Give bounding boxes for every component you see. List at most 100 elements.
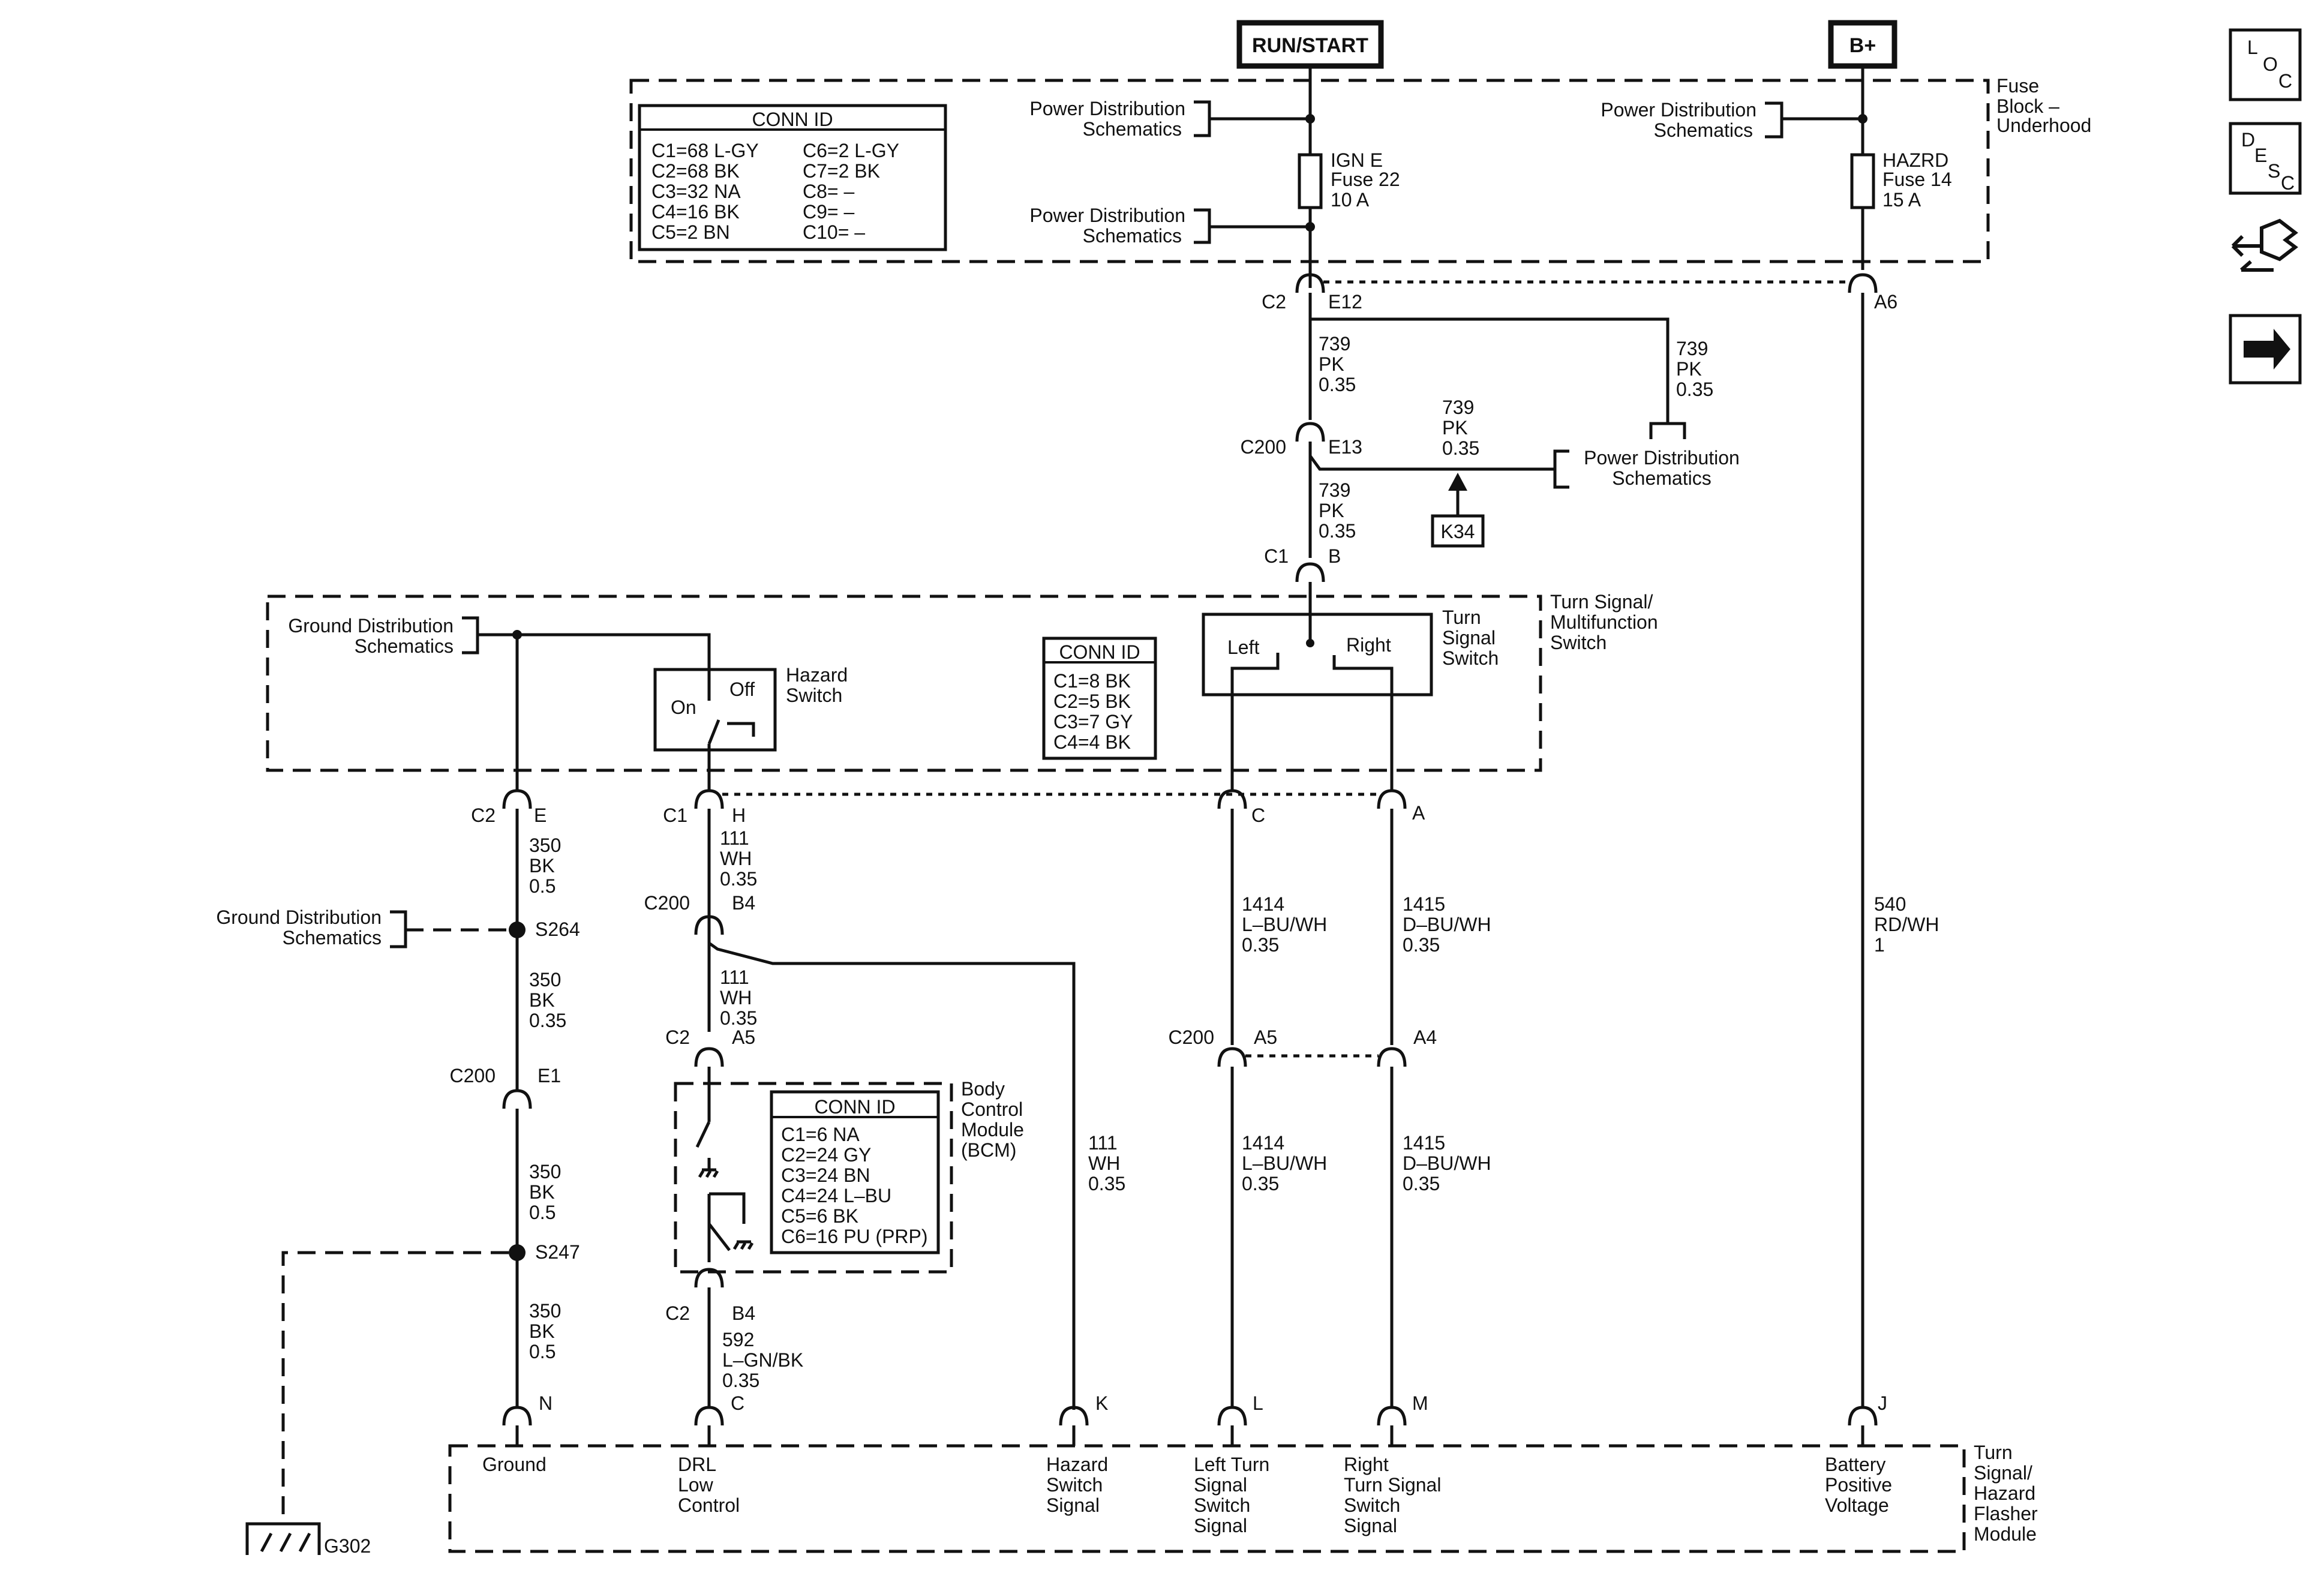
svg-text:0.35: 0.35 xyxy=(722,1370,759,1391)
svg-text:Fuse 22: Fuse 22 xyxy=(1331,169,1400,190)
pd-ref-top-left[interactable]: Power Distribution Schematics xyxy=(1029,98,1310,140)
fuse-ign-e: IGN E Fuse 22 10 A xyxy=(1298,149,1400,288)
svg-text:K34: K34 xyxy=(1441,521,1475,542)
svg-text:WH: WH xyxy=(720,987,752,1008)
svg-text:Power Distribution: Power Distribution xyxy=(1584,447,1740,469)
svg-text:0.35: 0.35 xyxy=(1676,379,1713,400)
ground-g302-icon: G302 xyxy=(245,1522,371,1557)
svg-text:592: 592 xyxy=(722,1329,754,1350)
pd-ref-k34[interactable]: Power Distribution Schematics xyxy=(1553,447,1740,489)
svg-text:B+: B+ xyxy=(1849,34,1876,57)
svg-text:350: 350 xyxy=(529,1300,561,1322)
wire-hazard-feed xyxy=(517,633,711,670)
svg-text:H: H xyxy=(732,804,746,826)
svg-text:C1=6 NA: C1=6 NA xyxy=(781,1124,860,1145)
hazard-switch: On Off Hazard Switch xyxy=(653,664,848,791)
svg-text:Body: Body xyxy=(961,1078,1005,1100)
svg-text:L: L xyxy=(1253,1392,1263,1414)
svg-text:Left: Left xyxy=(1227,637,1259,658)
ground-distribution-ref-switch[interactable]: Ground Distribution Schematics xyxy=(288,615,517,657)
svg-text:Off: Off xyxy=(729,679,755,700)
svg-text:C1=8 BK: C1=8 BK xyxy=(1053,670,1131,692)
svg-text:Schematics: Schematics xyxy=(1083,225,1182,247)
bcm-outline xyxy=(674,1082,953,1274)
fuse-block-title: Fuse Block – Underhood xyxy=(1996,75,2091,136)
svg-text:(BCM): (BCM) xyxy=(961,1139,1016,1161)
wire-739-a-label: 739 PK 0.35 xyxy=(1319,333,1356,395)
desc-icon[interactable]: D E S C xyxy=(2229,122,2302,195)
svg-text:C8= –: C8= – xyxy=(803,181,854,202)
wire-111-b-label: 111 WH 0.35 xyxy=(720,966,757,1029)
wire-739-b xyxy=(1310,317,1670,424)
svg-text:Control: Control xyxy=(678,1494,740,1516)
svg-text:0.35: 0.35 xyxy=(720,868,757,890)
connector-c1-b xyxy=(1297,564,1323,582)
pin-m xyxy=(1379,1407,1405,1425)
wire-540-label: 540 RD/WH 1 xyxy=(1874,893,1939,956)
svg-text:Schematics: Schematics xyxy=(283,927,382,948)
svg-text:Ground: Ground xyxy=(482,1454,547,1475)
turn-switch-title: Turn Signal/ Multifunction Switch xyxy=(1550,591,1658,653)
svg-text:0.35: 0.35 xyxy=(1319,374,1356,395)
svg-text:Multifunction: Multifunction xyxy=(1550,611,1658,633)
loc-icon[interactable]: L O C xyxy=(2229,28,2302,101)
svg-text:C7=2 BK: C7=2 BK xyxy=(803,160,880,182)
svg-text:E: E xyxy=(534,804,547,826)
splice-s264 xyxy=(509,921,526,938)
svg-text:N: N xyxy=(539,1392,553,1414)
svg-text:Control: Control xyxy=(961,1098,1023,1120)
svg-text:Signal: Signal xyxy=(1194,1474,1247,1496)
wire-111-a-label: 111 WH 0.35 xyxy=(720,827,757,890)
svg-text:Turn Signal: Turn Signal xyxy=(1344,1474,1441,1496)
arrow-right-icon[interactable] xyxy=(2229,314,2302,385)
svg-text:Schematics: Schematics xyxy=(1654,119,1753,141)
svg-text:C2: C2 xyxy=(665,1026,690,1048)
svg-text:Schematics: Schematics xyxy=(355,635,454,657)
connector-a xyxy=(1379,791,1405,809)
svg-text:739: 739 xyxy=(1319,479,1350,501)
svg-text:Ground Distribution: Ground Distribution xyxy=(216,906,382,928)
svg-text:Ground Distribution: Ground Distribution xyxy=(288,615,454,637)
connector-a4 xyxy=(1379,1049,1405,1067)
svg-text:Module: Module xyxy=(1974,1523,2037,1545)
svg-text:C: C xyxy=(2278,70,2292,92)
svg-text:C5=6 BK: C5=6 BK xyxy=(781,1205,858,1227)
svg-text:350: 350 xyxy=(529,834,561,856)
svg-text:C200: C200 xyxy=(644,892,690,914)
svg-text:HAZRD: HAZRD xyxy=(1882,149,1948,171)
fuse-block-conn-id-table: CONN ID C1=68 L-GY C2=68 BK C3=32 NA C4=… xyxy=(638,104,947,251)
svg-text:WH: WH xyxy=(1088,1152,1120,1174)
pd-ref-right[interactable]: Power Distribution Schematics xyxy=(1601,99,1863,141)
svg-text:10 A: 10 A xyxy=(1331,189,1370,211)
ground-distribution-ref-s264[interactable]: Ground Distribution Schematics xyxy=(216,906,509,948)
wire-350-c-label: 350 BK 0.5 xyxy=(529,1161,561,1223)
svg-text:Hazard: Hazard xyxy=(786,664,848,686)
svg-text:L–BU/WH: L–BU/WH xyxy=(1242,1152,1327,1174)
svg-text:Right: Right xyxy=(1344,1454,1389,1475)
wire-111-c-label: 111 WH 0.35 xyxy=(1088,1132,1125,1194)
svg-text:Turn: Turn xyxy=(1442,607,1481,628)
svg-text:C1: C1 xyxy=(1264,545,1289,567)
pin-label-battery: Battery Positive Voltage xyxy=(1825,1454,1892,1516)
k34-reference[interactable]: K34 xyxy=(1431,473,1485,548)
svg-text:Power Distribution: Power Distribution xyxy=(1601,99,1756,121)
connector-harness-icon[interactable] xyxy=(2231,218,2298,272)
svg-text:C1=68 L-GY: C1=68 L-GY xyxy=(651,140,759,161)
svg-text:M: M xyxy=(1412,1392,1428,1414)
svg-text:C9= –: C9= – xyxy=(803,201,854,223)
b-plus-source: B+ xyxy=(1828,20,1897,69)
svg-text:RD/WH: RD/WH xyxy=(1874,914,1939,935)
svg-text:111: 111 xyxy=(720,966,749,988)
svg-text:Module: Module xyxy=(961,1119,1024,1140)
flasher-module-title: Turn Signal/ Hazard Flasher Module xyxy=(1974,1442,2038,1545)
svg-text:1415: 1415 xyxy=(1403,893,1445,915)
svg-text:C6=16 PU (PRP): C6=16 PU (PRP) xyxy=(781,1226,928,1247)
wire-592-label: 592 L–GN/BK 0.35 xyxy=(722,1329,803,1391)
svg-text:Switch: Switch xyxy=(1046,1474,1103,1496)
wire-350-d-label: 350 BK 0.5 xyxy=(529,1300,561,1362)
svg-text:Fuse: Fuse xyxy=(1996,75,2039,97)
connector-c200-a5 xyxy=(1219,1049,1245,1067)
connector-c200-e13 xyxy=(1297,424,1323,442)
pd-ref-bottom-left[interactable]: Power Distribution Schematics xyxy=(1029,205,1310,247)
svg-text:Turn: Turn xyxy=(1974,1442,2013,1463)
